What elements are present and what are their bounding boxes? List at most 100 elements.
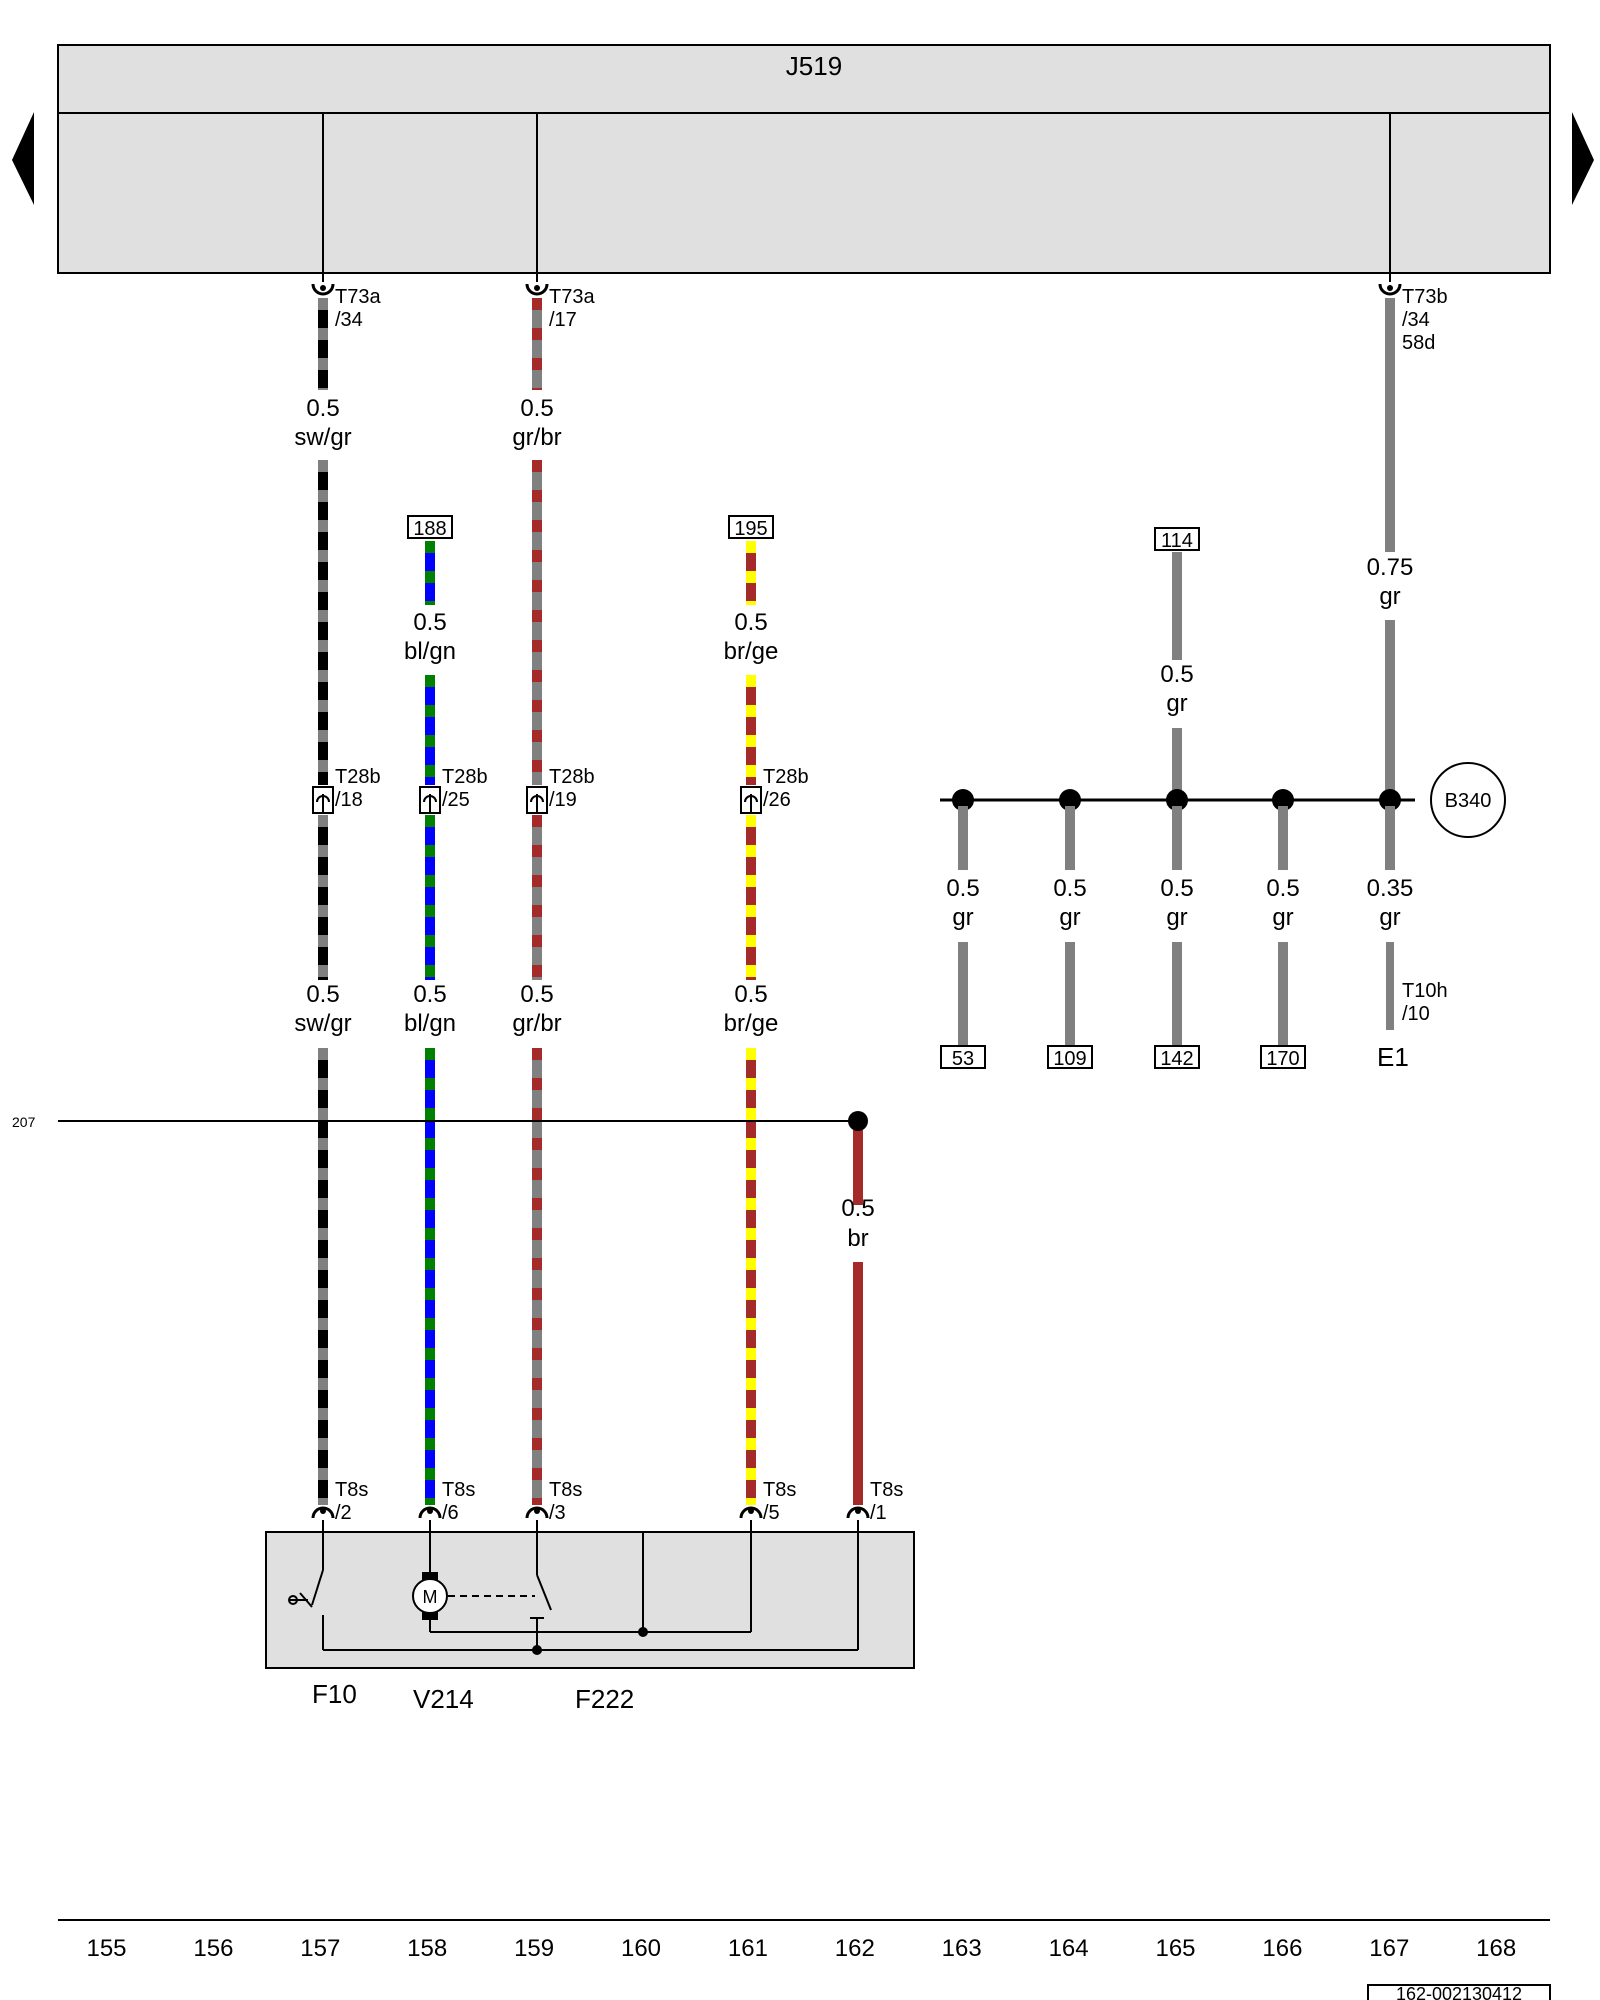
branch-ref-box[interactable]: 53 (940, 1045, 986, 1070)
branch-ref-box[interactable]: 109 (1047, 1045, 1093, 1070)
branch-color: gr (1379, 904, 1400, 931)
scale-label-158: 158 (407, 1935, 447, 1962)
branch-ref-box[interactable]: 170 (1260, 1045, 1306, 1070)
w158-lower-color: bl/gn (404, 1010, 456, 1037)
w159-mid-conn-pin: /19 (549, 789, 577, 811)
w161-upper-size: 0.5 (734, 609, 767, 636)
branch-conn-pin: /10 (1402, 1003, 1430, 1025)
branch-color: gr (1272, 904, 1293, 931)
previous-page-arrow-icon[interactable] (12, 112, 34, 205)
w159-bottom-terminal (525, 1506, 549, 1519)
w157-lower-color: sw/gr (294, 1010, 351, 1037)
branch-size: 0.5 (946, 875, 979, 902)
w161-mid-connector (740, 786, 762, 814)
f10-label: F10 (312, 1679, 357, 1709)
j519-module-box (57, 44, 1551, 274)
ref-in-box-label: 114 (1161, 530, 1193, 552)
w161-bottom-conn-name: T8s (763, 1479, 796, 1501)
w158-bottom-conn-name: T8s (442, 1479, 475, 1501)
w158-mid-connector (419, 786, 441, 814)
w161-lower-size: 0.5 (734, 981, 767, 1008)
ref-in-box[interactable]: 114 (1154, 527, 1200, 552)
splice-node (952, 789, 974, 811)
branch-ref-box[interactable]: 142 (1154, 1045, 1200, 1070)
branch-color: gr (1059, 904, 1080, 931)
w158-upper-size: 0.5 (413, 609, 446, 636)
f222-label: F222 (575, 1684, 634, 1714)
ref-in-size: 0.5 (1160, 661, 1193, 688)
w157-mid-conn-pin: /18 (335, 789, 363, 811)
w158-mid-conn-pin: /25 (442, 789, 470, 811)
w159-upper-size: 0.5 (520, 395, 553, 422)
branch-ref-box-label: 109 (1053, 1048, 1086, 1070)
v214-label: V214 (413, 1684, 474, 1714)
w159-top-conn-pin: /17 (549, 309, 577, 331)
w157-bottom-conn-pin: /2 (335, 1502, 352, 1524)
b340-label: B340 (1445, 790, 1492, 812)
branch-ref-box-label: 170 (1266, 1048, 1299, 1070)
f10-switch-icon (288, 1520, 324, 1650)
diagram-id: 162-002130412 (1396, 1984, 1522, 2000)
scale-label-164: 164 (1049, 1935, 1089, 1962)
wire-layer: T73a/340.5sw/grT28b/180.5sw/grT8s/21880.… (294, 283, 903, 1524)
w161-ref-box[interactable]: 195 (728, 515, 774, 540)
next-page-arrow-icon[interactable] (1572, 112, 1594, 205)
scale-label-165: 165 (1155, 1935, 1195, 1962)
w159-bottom-conn-pin: /3 (549, 1502, 566, 1524)
branch-color: gr (1166, 904, 1187, 931)
w157-bottom-conn-name: T8s (335, 1479, 368, 1501)
w158-bottom-terminal (418, 1506, 442, 1519)
ground-junction (848, 1111, 868, 1131)
w157-lower-size: 0.5 (306, 981, 339, 1008)
w158-mid-conn-name: T28b (442, 766, 488, 788)
w162-bottom-terminal (846, 1506, 870, 1519)
scale-label-167: 167 (1369, 1935, 1409, 1962)
w161-bottom-conn-pin: /5 (763, 1502, 780, 1524)
scale-label-163: 163 (942, 1935, 982, 1962)
branch-size: 0.35 (1367, 875, 1414, 902)
right-top-terminal (1378, 283, 1402, 296)
branch-conn-name: T10h (1402, 980, 1448, 1002)
w158-lower-size: 0.5 (413, 981, 446, 1008)
splice-node (1166, 789, 1188, 811)
branch-ref-box-label: 53 (952, 1048, 974, 1070)
w162-bottom-conn-pin: /1 (870, 1502, 887, 1524)
w158-ref-box[interactable]: 188 (407, 515, 453, 540)
scale-label-155: 155 (86, 1935, 126, 1962)
branch-size: 0.5 (1266, 875, 1299, 902)
w162-bottom-conn-name: T8s (870, 1479, 903, 1501)
w159-top-terminal (525, 283, 549, 296)
w158-ref-box-label: 188 (413, 518, 446, 540)
v214-motor-icon (412, 1520, 535, 1632)
scale-label-162: 162 (835, 1935, 875, 1962)
w157-top-conn-pin: /34 (335, 309, 363, 331)
ref-in-color: gr (1166, 690, 1187, 717)
right-top-conn-pin2: 58d (1402, 332, 1435, 354)
w157-upper-color: sw/gr (294, 424, 351, 451)
w159-top-conn-name: T73a (549, 286, 595, 308)
w158-bottom-conn-pin: /6 (442, 1502, 459, 1524)
w161-mid-conn-pin: /26 (763, 789, 791, 811)
e1-label: E1 (1377, 1042, 1409, 1072)
w161-bottom-terminal (739, 1506, 763, 1519)
branch-size: 0.5 (1160, 875, 1193, 902)
ground-line-label: 207 (12, 1114, 36, 1130)
w157-mid-connector (312, 786, 334, 814)
w159-upper-color: gr/br (512, 424, 561, 451)
scale-label-161: 161 (728, 1935, 768, 1962)
splice-node (1272, 789, 1294, 811)
w157-top-terminal (311, 283, 335, 296)
w161-upper-color: br/ge (724, 638, 779, 665)
feed-wire-color: gr (1379, 583, 1400, 610)
scale-label-156: 156 (193, 1935, 233, 1962)
splice-node (1379, 789, 1401, 811)
b340-splice-circle (1430, 762, 1506, 838)
w159-lower-size: 0.5 (520, 981, 553, 1008)
right-circuit-layer: T73b/3458d0.75gr1140.5gr0.5gr530.5gr1090… (940, 283, 1448, 1072)
w159-lower-color: gr/br (512, 1010, 561, 1037)
splice-node (1059, 789, 1081, 811)
w158-upper-color: bl/gn (404, 638, 456, 665)
motor-symbol: M (423, 1587, 438, 1607)
